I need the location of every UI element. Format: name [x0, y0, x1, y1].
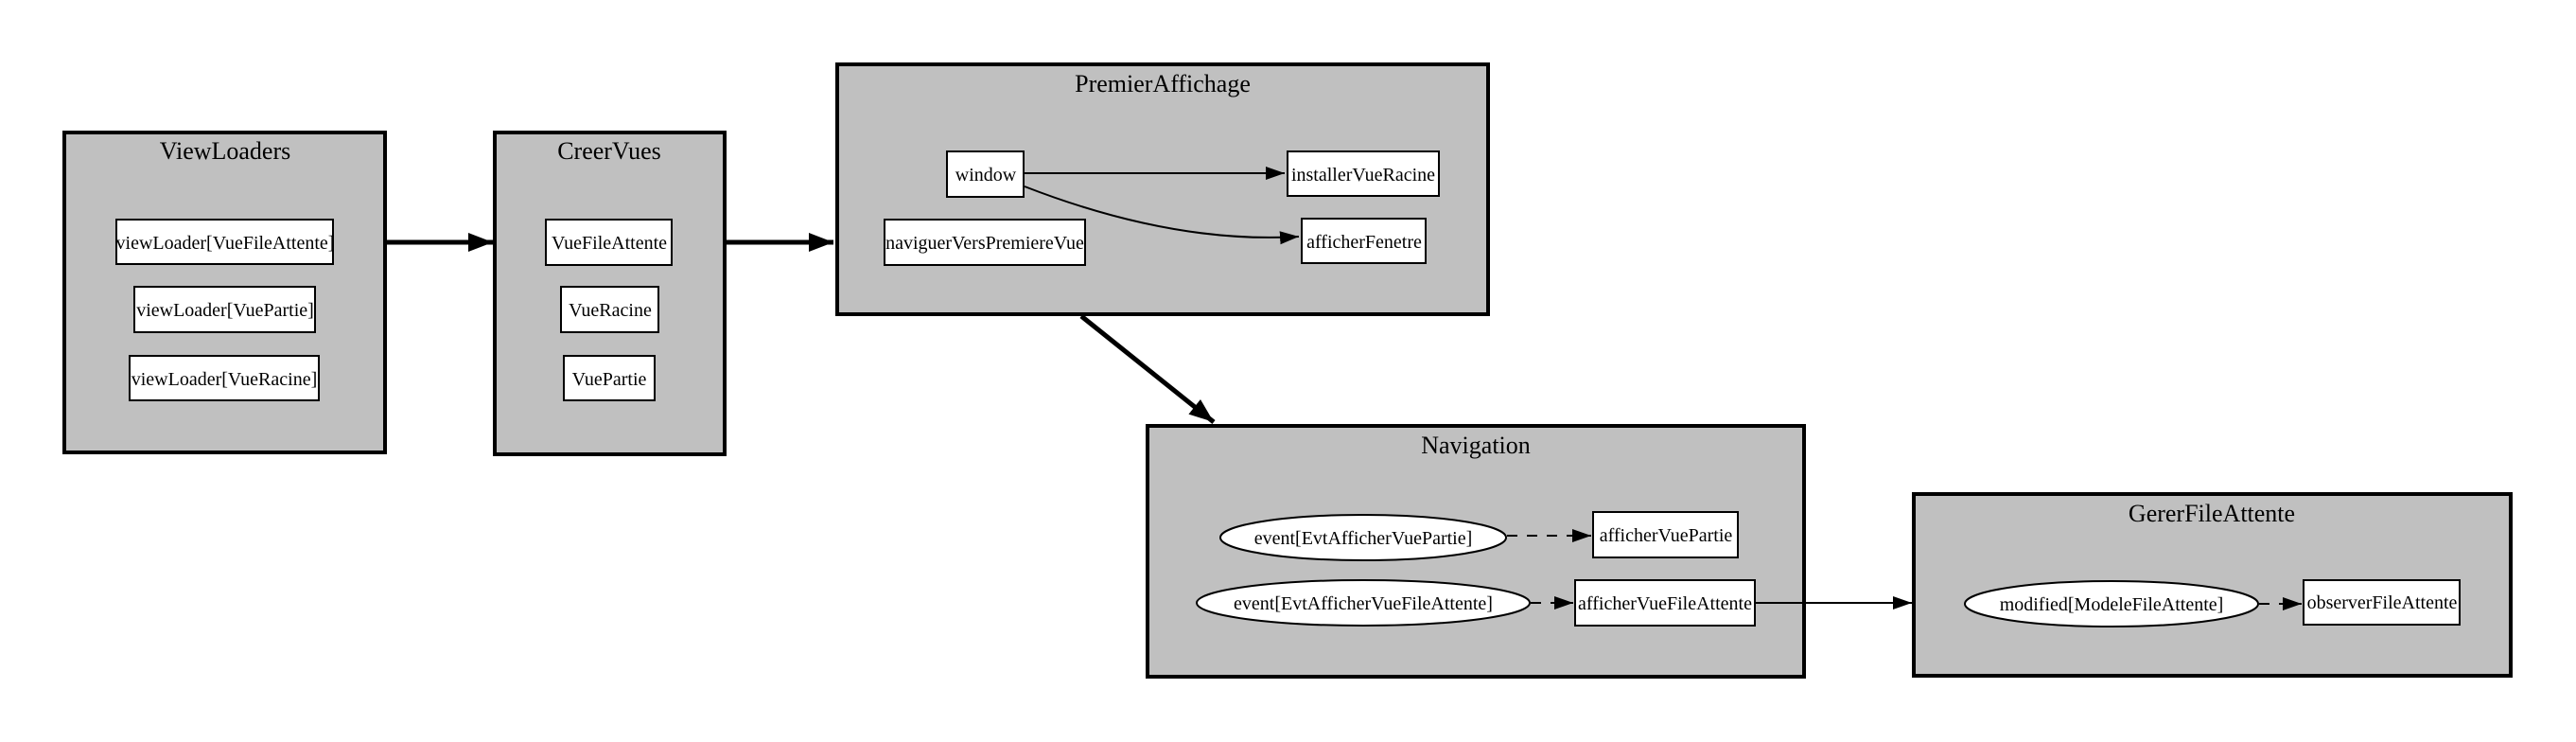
cluster-navigation-title: Navigation — [1421, 432, 1531, 459]
node-window: window — [946, 150, 1025, 198]
node-naviguerverspremierevue-label: naviguerVersPremiereVue — [885, 233, 1084, 254]
node-viewloader-vueracine-label: viewLoader[VueRacine] — [131, 369, 317, 390]
node-installervueracine: installerVueRacine — [1287, 150, 1440, 197]
cluster-viewloaders: ViewLoaders viewLoader[VueFileAttente] v… — [62, 131, 387, 454]
node-observerfileattente-label: observerFileAttente — [2307, 592, 2458, 613]
node-event-evtaffichervuefileattente-label: event[EvtAfficherVueFileAttente] — [1234, 593, 1493, 614]
cluster-creervues: CreerVues VueFileAttente VueRacine VuePa… — [493, 131, 727, 456]
node-vuepartie-box — [563, 355, 656, 401]
edge-premieraffichage-to-navigation — [1079, 314, 1216, 424]
cluster-premieraffichage-title: PremierAffichage — [1075, 70, 1251, 97]
cluster-gererfileattente-title: GererFileAttente — [2129, 500, 2295, 527]
node-event-evtaffichervuepartie: event[EvtAfficherVuePartie] — [1219, 514, 1507, 561]
node-vuefileattente-box — [545, 219, 673, 266]
node-window-box — [946, 150, 1025, 198]
node-event-evtaffichervuepartie-ellipse — [1219, 514, 1507, 561]
node-viewloader-vuepartie-label: viewLoader[VuePartie] — [136, 300, 314, 321]
edges — [385, 167, 2302, 610]
node-modified-modelefileattente: modified[ModeleFileAttente] — [1964, 580, 2259, 627]
node-viewloader-vuefileattente-box — [115, 219, 334, 265]
node-vuepartie: VuePartie — [563, 355, 656, 401]
cluster-navigation: Navigation event[EvtAfficherVuePartie] a… — [1146, 424, 1806, 679]
node-event-evtaffichervuefileattente-ellipse — [1196, 579, 1531, 627]
node-afficherfenetre-box — [1301, 218, 1427, 264]
node-afficherfenetre: afficherFenetre — [1301, 218, 1427, 264]
node-event-evtaffichervuefileattente: event[EvtAfficherVueFileAttente] — [1196, 579, 1531, 627]
node-installervueracine-label: installerVueRacine — [1291, 165, 1435, 186]
cluster-premieraffichage: PremierAffichage window installerVueRaci… — [835, 62, 1490, 316]
node-observerfileattente: observerFileAttente — [2303, 579, 2461, 626]
node-viewloader-vuepartie-box — [133, 286, 316, 333]
node-modified-modelefileattente-ellipse — [1964, 580, 2259, 627]
node-affichervuepartie-box — [1592, 511, 1739, 558]
node-afficherfenetre-label: afficherFenetre — [1306, 232, 1422, 253]
node-viewloader-vuepartie: viewLoader[VuePartie] — [133, 286, 316, 333]
node-observerfileattente-box — [2303, 579, 2461, 626]
node-naviguerverspremierevue: naviguerVersPremiereVue — [884, 219, 1086, 266]
cluster-gererfileattente: GererFileAttente modified[ModeleFileAtte… — [1912, 492, 2513, 678]
node-affichervuefileattente-label: afficherVueFileAttente — [1578, 593, 1752, 614]
node-naviguerverspremierevue-box — [884, 219, 1086, 266]
node-affichervuefileattente: afficherVueFileAttente — [1574, 579, 1756, 627]
edge-window-to-afficherfenetre — [1024, 186, 1300, 245]
node-vueracine-label: VueRacine — [569, 300, 652, 321]
cluster-creervues-title: CreerVues — [557, 137, 661, 165]
node-viewloader-vueracine: viewLoader[VueRacine] — [129, 355, 320, 401]
node-vueracine: VueRacine — [560, 286, 659, 333]
node-viewloader-vueracine-box — [129, 355, 320, 401]
node-affichervuepartie-label: afficherVuePartie — [1600, 525, 1733, 546]
node-modified-modelefileattente-label: modified[ModeleFileAttente] — [2000, 594, 2224, 615]
node-vuepartie-label: VuePartie — [572, 369, 647, 390]
node-installervueracine-box — [1287, 150, 1440, 197]
node-affichervuepartie: afficherVuePartie — [1592, 511, 1739, 558]
node-event-evtaffichervuepartie-label: event[EvtAfficherVuePartie] — [1254, 528, 1473, 549]
node-window-label: window — [955, 165, 1017, 186]
node-vueracine-box — [560, 286, 659, 333]
node-vuefileattente-label: VueFileAttente — [552, 233, 667, 254]
node-vuefileattente: VueFileAttente — [545, 219, 673, 266]
node-viewloader-vuefileattente-label: viewLoader[VueFileAttente] — [116, 233, 335, 254]
cluster-viewloaders-title: ViewLoaders — [160, 137, 291, 165]
node-viewloader-vuefileattente: viewLoader[VueFileAttente] — [115, 219, 335, 265]
